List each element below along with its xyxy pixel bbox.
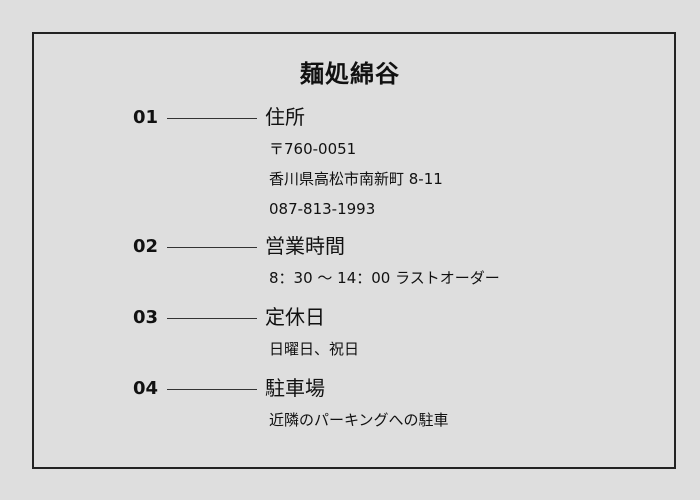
divider-line xyxy=(167,389,257,390)
section-number: 02 xyxy=(133,236,159,257)
section-heading: 定休日 xyxy=(265,305,325,329)
section-heading: 住所 xyxy=(265,105,305,129)
section-heading: 営業時間 xyxy=(265,234,345,258)
closed-days: 日曜日、祝日 xyxy=(269,340,360,358)
business-hours: 8：30 〜 14：00 ラストオーダー xyxy=(269,269,500,287)
section-number: 04 xyxy=(133,378,159,399)
shop-name-title: 麺処綿谷 xyxy=(300,60,400,88)
info-frame xyxy=(32,32,676,469)
section-heading: 駐車場 xyxy=(265,376,325,400)
address: 香川県高松市南新町 8-11 xyxy=(269,170,443,188)
divider-line xyxy=(167,118,257,119)
parking-info: 近隣のパーキングへの駐車 xyxy=(269,411,449,429)
postal-code: 〒760-0051 xyxy=(269,140,357,158)
section-number: 03 xyxy=(133,307,159,328)
divider-line xyxy=(167,318,257,319)
section-number: 01 xyxy=(133,107,159,128)
divider-line xyxy=(167,247,257,248)
phone-number: 087-813-1993 xyxy=(269,200,376,218)
